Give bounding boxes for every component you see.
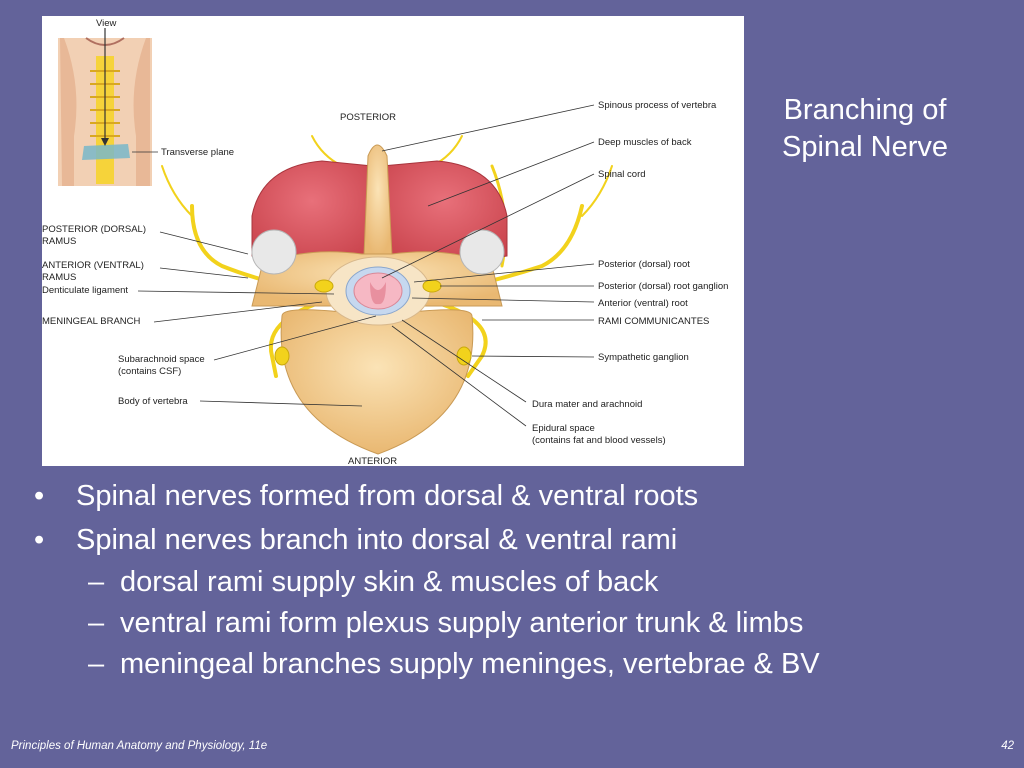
label-spinal-cord: Spinal cord bbox=[598, 169, 646, 180]
label-denticulate: Denticulate ligament bbox=[42, 285, 128, 296]
anterior-label: ANTERIOR bbox=[348, 456, 397, 466]
label-body-vertebra: Body of vertebra bbox=[118, 396, 188, 407]
inset-neck-shade-left bbox=[60, 38, 77, 186]
sub-bullet-text: meningeal branches supply meninges, vert… bbox=[120, 648, 820, 680]
label-dorsal-ramus-1: POSTERIOR (DORSAL) bbox=[42, 224, 146, 235]
label-subarachnoid-1: Subarachnoid space bbox=[118, 354, 205, 365]
sub-bullet-item: – ventral rami form plexus supply anteri… bbox=[30, 603, 1010, 644]
label-dorsal-ramus-2: RAMUS bbox=[42, 236, 76, 247]
label-epidural-1: Epidural space bbox=[532, 423, 595, 434]
label-spinous: Spinous process of vertebra bbox=[598, 100, 717, 111]
label-dura: Dura mater and arachnoid bbox=[532, 399, 642, 410]
spinal-gray-matter bbox=[370, 282, 386, 305]
label-dorsal-root: Posterior (dorsal) root bbox=[598, 259, 690, 270]
sub-bullet-marker: – bbox=[88, 607, 105, 639]
label-deep-muscles: Deep muscles of back bbox=[598, 137, 692, 148]
sub-bullet-marker: – bbox=[88, 566, 105, 598]
label-ventral-root: Anterior (ventral) root bbox=[598, 298, 688, 309]
posterior-label: POSTERIOR bbox=[340, 112, 396, 123]
inset-transverse-plane bbox=[82, 144, 130, 160]
label-rami-comm: RAMI COMMUNICANTES bbox=[598, 316, 709, 327]
label-epidural-2: (contains fat and blood vessels) bbox=[532, 435, 666, 446]
sub-bullet-text: ventral rami form plexus supply anterior… bbox=[120, 607, 804, 639]
slide-title-line1: Branching of bbox=[783, 94, 947, 126]
slide-title-line2: Spinal Nerve bbox=[781, 131, 949, 163]
label-ventral-ramus-2: RAMUS bbox=[42, 272, 76, 283]
bullet-item: • Spinal nerves formed from dorsal & ven… bbox=[30, 474, 1010, 518]
bullet-marker: • bbox=[34, 524, 45, 556]
bullet-marker: • bbox=[34, 480, 45, 512]
spinal-nerve-figure: View Transverse plane POSTERIOR ANTERIOR bbox=[42, 16, 744, 466]
sub-bullet-text: dorsal rami supply skin & muscles of bac… bbox=[120, 566, 659, 598]
nerve-fine-l bbox=[161, 165, 193, 217]
spinous-process bbox=[363, 144, 393, 257]
sympathetic-ganglion-right bbox=[456, 346, 472, 366]
sub-bullet-marker: – bbox=[88, 648, 105, 680]
bullet-item: • Spinal nerves branch into dorsal & ven… bbox=[30, 518, 1010, 562]
leader-lines bbox=[137, 104, 595, 427]
vertebral-body bbox=[280, 309, 474, 455]
footer-book-title: Principles of Human Anatomy and Physiolo… bbox=[11, 740, 268, 752]
slide-title: Branching of Spinal Nerve bbox=[752, 92, 978, 166]
label-subarachnoid-2: (contains CSF) bbox=[118, 366, 181, 377]
label-root-ganglion: Posterior (dorsal) root ganglion bbox=[598, 281, 728, 292]
page-number: 42 bbox=[1001, 740, 1014, 752]
root-ganglion-right bbox=[422, 279, 442, 293]
inset-neck-view: View Transverse plane bbox=[58, 18, 234, 186]
inset-view-label: View bbox=[96, 18, 117, 29]
sub-bullet-item: – dorsal rami supply skin & muscles of b… bbox=[30, 562, 1010, 603]
label-meningeal: MENINGEAL BRANCH bbox=[42, 316, 140, 327]
root-ganglion-left bbox=[314, 279, 334, 293]
bullet-text: Spinal nerves formed from dorsal & ventr… bbox=[76, 480, 699, 512]
bullet-list: • Spinal nerves formed from dorsal & ven… bbox=[30, 474, 1010, 685]
sub-bullet-item: – meningeal branches supply meninges, ve… bbox=[30, 644, 1010, 685]
bullet-text: Spinal nerves branch into dorsal & ventr… bbox=[76, 524, 678, 556]
inset-arrowhead bbox=[101, 138, 109, 146]
label-sympathetic: Sympathetic ganglion bbox=[598, 352, 689, 363]
inset-neck-shade-right bbox=[133, 38, 150, 186]
inset-plane-label: Transverse plane bbox=[161, 147, 234, 158]
sympathetic-ganglion-left bbox=[274, 346, 290, 366]
label-ventral-ramus-1: ANTERIOR (VENTRAL) bbox=[42, 260, 144, 271]
joint-right bbox=[459, 229, 505, 275]
joint-left bbox=[251, 229, 297, 275]
spinal-cross-section-illustration: View Transverse plane POSTERIOR ANTERIOR bbox=[42, 18, 728, 466]
nerve-fine-r bbox=[581, 165, 613, 217]
